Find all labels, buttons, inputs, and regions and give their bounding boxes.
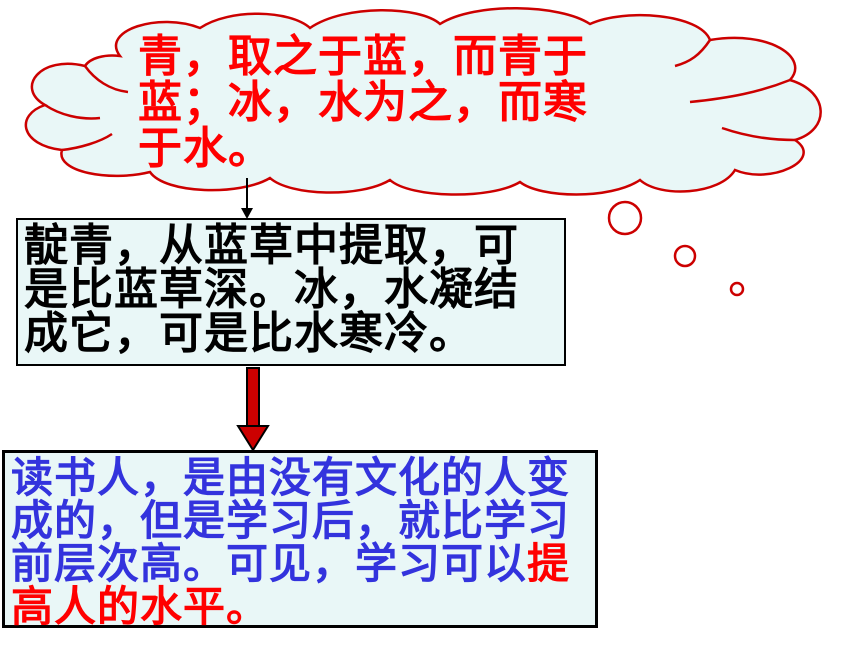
meaning-line-1: 读书人，是由没有文化的人变 [11,453,571,502]
meaning-line-3: 前层次高。可见，学习可以提 [11,542,595,585]
connector-arrow-thick-shaft [246,367,260,429]
cloud-quote-line-3: 于水。 [138,123,273,174]
thought-bubble-small [729,281,745,297]
translation-box: 靛青，从蓝草中提取，可 是比蓝草深。冰，水凝结 成它，可是比水寒冷。 [16,218,566,366]
meaning-box: 读书人，是由没有文化的人变 成的，但是学习后，就比学习 前层次高。可见，学习可以… [2,450,598,628]
connector-arrowhead-thick [236,425,270,452]
cloud-bump-right-lower [721,126,796,142]
cloud-bump-right-mid [689,78,791,104]
cloud-quote: 青，取之于蓝，而青于 蓝；冰，水为之，而寒 于水。 [138,34,618,172]
cloud-bump-left [83,65,129,94]
cloud-quote-line-1: 青，取之于蓝，而青于 [138,31,588,82]
thought-bubble-medium [673,244,697,268]
cloud-quote-line-2: 蓝；冰，水为之，而寒 [138,77,588,128]
thought-bubble-large [607,200,643,236]
cloud-bump-left-lower [44,103,101,120]
translation-line-3: 成它，可是比水寒冷。 [24,308,474,359]
connector-arrowhead-thin [241,208,253,219]
cloud-bump-right [674,39,712,68]
translation-line-1: 靛青，从蓝草中提取，可 [24,220,519,271]
meaning-line-2: 成的，但是学习后，就比学习 [11,496,571,545]
meaning-line-4-highlight: 高人的水平。 [11,582,270,631]
thought-cloud [24,7,822,196]
cloud-bump-bottom-left [61,132,113,152]
translation-line-2: 是比蓝草深。冰，水凝结 [24,264,519,315]
meaning-line-3-plain: 前层次高。可见，学习可以 [11,539,528,588]
meaning-line-3-highlight: 提 [527,539,571,588]
